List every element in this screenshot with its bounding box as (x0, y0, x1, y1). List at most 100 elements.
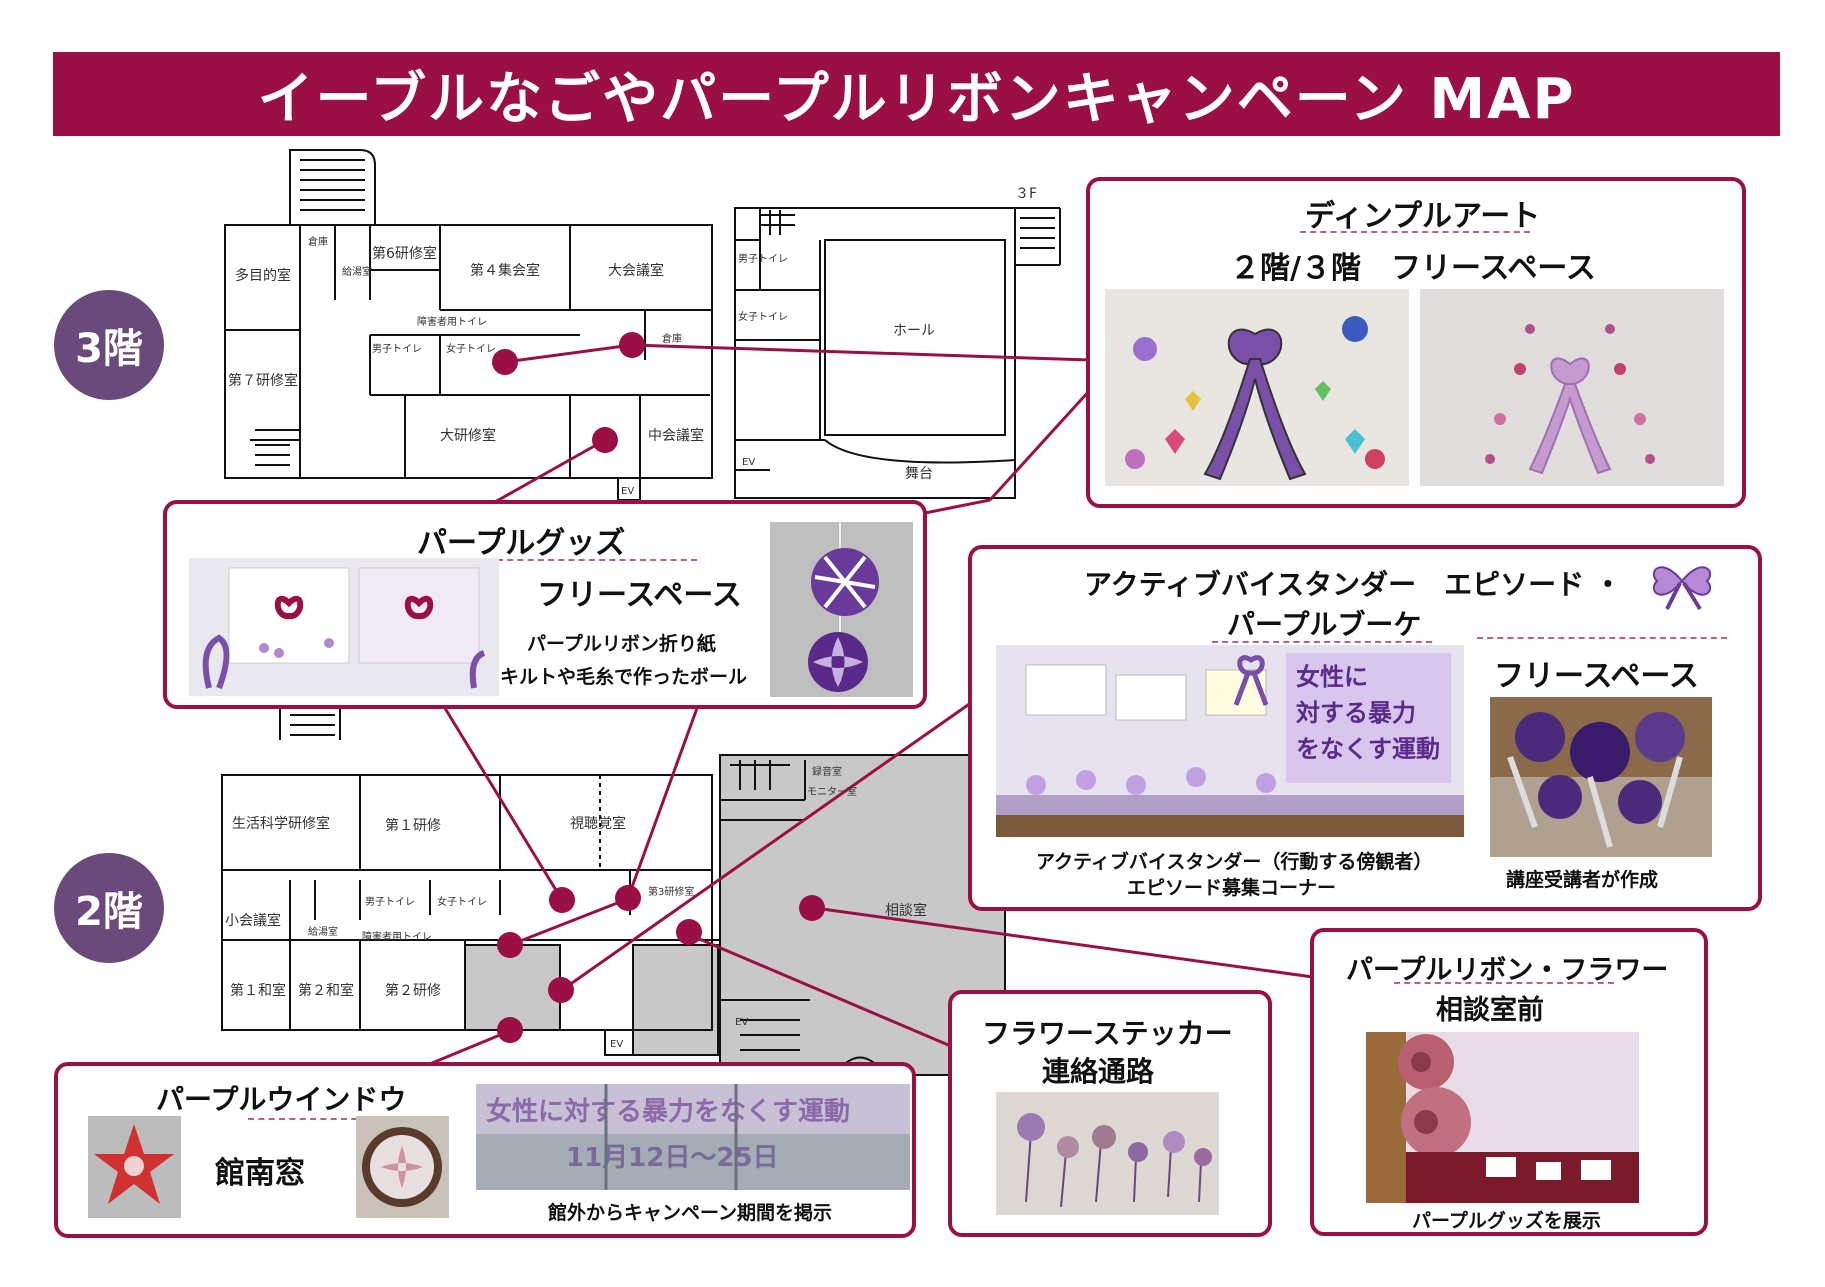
page-title: イーブルなごやパープルリボンキャンペーン MAP (53, 52, 1780, 136)
room-monitor: モニター室 (807, 785, 857, 798)
callout-purple-window: パープルウインドウ 館南窓 女性に対する暴力をなくす運動 11月12日〜25日 … (54, 1062, 916, 1238)
room-wa2: 第２和室 (298, 982, 354, 999)
flower-sticker-photo (996, 1092, 1219, 1215)
room-danshi-r: 男子トイレ (738, 253, 788, 265)
callout-ribbon-flower: パープルリボン・フラワー 相談室前 パープルグッズを展示 (1310, 928, 1708, 1236)
callout-caption-1: アクティブバイスタンダー（行動する傍観者） (1036, 851, 1433, 873)
ribbon-bow-icon (1652, 566, 1712, 611)
poster-line: をなくす運動 (1296, 735, 1440, 763)
dimple-photo-2 (1420, 289, 1724, 486)
room-butai: 舞台 (905, 466, 933, 482)
room-chukaigi: 中会議室 (648, 427, 704, 444)
location-dot (497, 1017, 523, 1043)
callout-caption: パープルグッズを展示 (1412, 1210, 1601, 1232)
room-rokuon: 録音室 (812, 765, 842, 778)
room-joshi-r: 女子トイレ (738, 310, 788, 323)
divider (1477, 637, 1727, 639)
callout-subtitle: 連絡通路 (1042, 1055, 1155, 1088)
callout-subtitle: ２階/３階 フリースペース (1230, 251, 1596, 286)
callout-caption-2: キルトや毛糸で作ったボール (500, 666, 748, 688)
location-dot (676, 919, 702, 945)
divider (497, 559, 697, 561)
location-dot (615, 885, 641, 911)
divider (248, 1118, 378, 1120)
location-dot (497, 932, 523, 958)
room-ev: EV (621, 486, 634, 497)
callout-subtitle: フリースペース (537, 578, 742, 613)
callout-dimple-art: ディンプルアート ２階/３階 フリースペース (1086, 177, 1746, 508)
window-banner-text: 女性に対する暴力をなくす運動 (486, 1096, 850, 1127)
callout-caption-2: エピソード募集コーナー (1127, 877, 1337, 899)
room-ev-2b: EV (610, 1039, 623, 1050)
location-dot (619, 332, 645, 358)
window-photo-1 (88, 1116, 181, 1218)
room-dai1: 第１研修 (385, 817, 441, 834)
room-hall: ホール (893, 323, 935, 339)
callout-title: パープルリボン・フラワー (1346, 955, 1669, 986)
callout-caption-1: パープルリボン折り紙 (527, 633, 716, 655)
room-shogai-2: 障害者用トイレ (362, 930, 432, 943)
room-shogaisha: 障害者用トイレ (417, 315, 487, 328)
location-dot (549, 887, 575, 913)
window-photo-2 (356, 1116, 449, 1218)
callout-purple-goods: パープルグッズ フリースペース パープルリボン折り紙 キルトや毛糸で作ったボール (163, 500, 927, 709)
divider (1212, 641, 1432, 643)
location-dot (592, 427, 618, 453)
room-joshi-2: 女子トイレ (437, 895, 487, 908)
room-daikaigi: 大会議室 (608, 262, 664, 279)
callout-subtitle: 相談室前 (1436, 995, 1544, 1026)
room-dai7: 第７研修室 (228, 372, 298, 389)
dimple-photo-1 (1105, 289, 1409, 486)
callout-subtitle: 館南窓 (215, 1156, 305, 1191)
room-ev-r: EV (742, 457, 755, 468)
callout-subtitle: フリースペース (1494, 659, 1699, 694)
callout-title: ディンプルアート (1305, 199, 1541, 234)
callout-title: フラワーステッカー (982, 1017, 1233, 1050)
room-sodan: 相談室 (885, 902, 927, 919)
room-dai2: 第２研修 (385, 982, 441, 999)
room-ev-2: EV (735, 1017, 748, 1028)
callout-title-2: パープルブーケ (1227, 608, 1422, 641)
location-dot (799, 895, 825, 921)
room-shokaigi: 小会議室 (225, 912, 281, 929)
divider (1394, 982, 1614, 984)
location-dot (492, 349, 518, 375)
room-tamokuteki: 多目的室 (235, 267, 291, 284)
room-seikatsu: 生活科学研修室 (232, 815, 330, 832)
poster-text: 女性に対する暴力をなくす運動 (1296, 663, 1440, 763)
active-photo-2 (1490, 697, 1712, 857)
room-shichokaku: 視聴覚室 (570, 815, 626, 832)
room-souko2: 倉庫 (662, 332, 682, 345)
room-joshi: 女子トイレ (446, 342, 496, 355)
room-danshi: 男子トイレ (372, 343, 422, 355)
floor-3-badge: 3階 (54, 290, 164, 400)
floor-2-badge: 2階 (54, 853, 164, 963)
window-photo-3: 女性に対する暴力をなくす運動 11月12日〜25日 (476, 1084, 910, 1190)
room-dai4: 第４集会室 (470, 262, 540, 279)
callout-caption-3: 講座受講者が作成 (1506, 869, 1659, 891)
room-dai6: 第6研修室 (372, 245, 437, 262)
floor-3f-mark: ３F (1015, 186, 1037, 202)
room-danshi-2: 男子トイレ (365, 896, 415, 908)
callout-caption: 館外からキャンペーン期間を掲示 (548, 1202, 833, 1224)
room-kyuto: 給湯室 (308, 925, 338, 938)
goods-photo-2 (770, 522, 913, 697)
ribbon-flower-photo (1366, 1032, 1639, 1203)
callout-title: パープルグッズ (417, 526, 626, 561)
callout-title: パープルウインドウ (156, 1083, 407, 1116)
poster-line: 女性に (1296, 663, 1368, 691)
room-daikenshu: 大研修室 (440, 427, 496, 444)
active-photo-1: 女性に対する暴力をなくす運動 (996, 645, 1464, 837)
room-wa1: 第１和室 (230, 982, 286, 999)
poster-line: 対する暴力 (1296, 699, 1416, 727)
room-souko1: 倉庫 (308, 235, 328, 248)
room-dai3: 第3研修室 (648, 885, 694, 898)
divider (1300, 231, 1530, 233)
callout-title-1: アクティブバイスタンダー エピソード ・ (1084, 568, 1622, 601)
window-dates-text: 11月12日〜25日 (566, 1143, 779, 1173)
room-kyutoshitsu: 給湯室 (342, 265, 372, 278)
callout-active-bystander: アクティブバイスタンダー エピソード ・ パープルブーケ 女性に対する暴力をなく… (968, 545, 1762, 911)
location-dot (548, 977, 574, 1003)
goods-photo-1 (189, 558, 499, 696)
